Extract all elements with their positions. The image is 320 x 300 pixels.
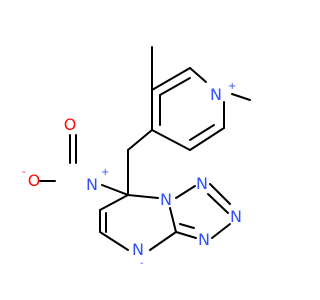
atom-n-triazole-top: N [196, 174, 208, 193]
ring-double-bond [207, 193, 229, 214]
charge-minus-nitrogen: - [140, 258, 144, 269]
atom-o-double: O [64, 115, 77, 134]
nitro-c-bond [101, 184, 129, 196]
methyl-bond-n [231, 93, 251, 101]
ring-bond [211, 223, 231, 239]
atom-n-bridge: N [160, 190, 172, 209]
ring-bond [175, 231, 197, 239]
atom-n-anion: N [132, 240, 144, 259]
triazole-ring [175, 183, 231, 239]
ring-bond [99, 194, 129, 211]
pyrimidine-ring [99, 194, 177, 251]
ring-bond [127, 194, 159, 199]
methylene-linker [127, 129, 153, 196]
charge-plus-nitro: + [101, 167, 109, 178]
ring-bond [149, 231, 177, 251]
ring-bond [169, 207, 177, 233]
ring-bond [151, 67, 191, 91]
ring-double-bond [189, 124, 215, 141]
atom-n-pyridinium: N [210, 85, 222, 104]
linker-bond [127, 129, 153, 151]
charge-plus-pyridinium: + [228, 81, 236, 92]
ring-bond [189, 67, 207, 83]
ring-bond [189, 127, 225, 151]
charge-minus-oxygen: - [22, 167, 26, 178]
pyridinium-ring [151, 46, 251, 151]
ring-bond [209, 183, 231, 205]
atom-n-triazole-bottom: N [198, 230, 210, 249]
ring-double-bond [179, 223, 195, 229]
ring-double-bond [159, 77, 191, 96]
ring-bond [151, 129, 191, 151]
ring-bond [99, 231, 129, 251]
ring-bond [175, 185, 196, 199]
nitro-group [39, 134, 129, 196]
atom-n-triazole-right: N [230, 207, 242, 226]
atom-o-anion: O [28, 171, 41, 190]
molecule-structure: N + N + O O - N N N N N - [22, 46, 251, 269]
atom-n-nitro: N [86, 175, 98, 194]
